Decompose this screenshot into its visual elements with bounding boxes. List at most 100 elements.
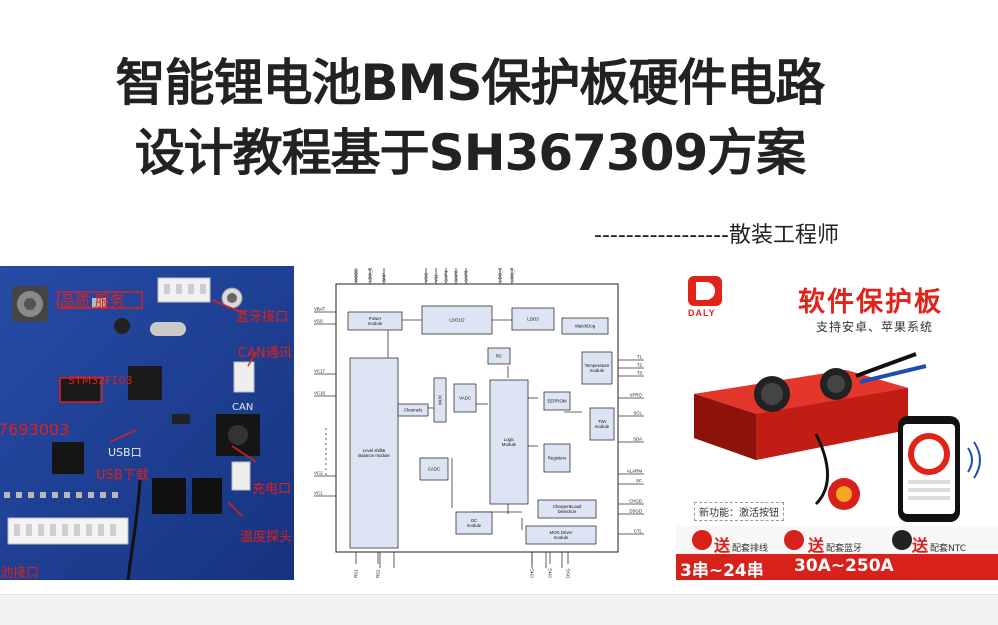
diagram-pin-label: T1: [637, 355, 643, 360]
new-feature-note: 新功能：激活按钮: [694, 502, 784, 521]
diagram-block-box: [581, 351, 613, 385]
bottom-bar: [0, 594, 998, 625]
diagram-block-box: [419, 457, 449, 481]
diagram-pin-label: CHG: [530, 568, 535, 578]
diagram-block-label: Registers: [548, 456, 567, 461]
diagram-pin-label: VC16: [314, 391, 326, 396]
gift-1-text: 配套排线: [732, 544, 769, 554]
label-charge-port: 充电口: [252, 482, 292, 497]
label-usb-silk: USB口: [108, 446, 142, 459]
spec-current: 30A~250A: [794, 556, 894, 576]
diagram-pin-label: T2: [637, 363, 643, 368]
brand-name: DALY: [688, 308, 716, 318]
diagram-pin-label: DSGD: [629, 509, 642, 514]
diagram-block-box: [511, 307, 555, 331]
diagram-block-box: [543, 391, 571, 411]
product-illustration: [676, 276, 998, 580]
diagram-pin-label: VPRO: [630, 393, 643, 398]
diagram-block-box: [433, 377, 447, 423]
diagram-pin-label: CHG: [548, 568, 553, 578]
label-can-silk: CAN: [232, 402, 254, 413]
diagram-pin-label: PF: [636, 479, 642, 484]
diagram-pin-label: VBAT: [314, 307, 325, 312]
gift-1: 送配套排线: [714, 532, 768, 556]
gift-3-prefix: 送: [912, 536, 929, 555]
title-line-1: 智能锂电池BMS保护板硬件电路: [115, 54, 826, 112]
diagram-block-box: [543, 443, 571, 473]
label-quality-service: 品质 服务: [60, 292, 125, 310]
diagram-pin-label: RS2: [376, 569, 381, 578]
diagram-pin-label: VCC: [424, 273, 429, 282]
product-subheadline: 支持安卓、苹果系统: [816, 320, 934, 334]
diagram-block-box: [347, 311, 403, 331]
diagram-block-label: LDO3: [527, 317, 539, 322]
diagram-block-box: [397, 403, 429, 417]
diagram-block-box: [455, 511, 493, 535]
label-battery-port: 池接口: [0, 566, 40, 580]
label-usb-download: USB下载: [96, 468, 149, 483]
diagram-pin-label: ALARM: [627, 469, 642, 474]
diagram-pin-label: VC1: [314, 491, 323, 496]
diagram-pin-label: CAP1: [444, 270, 449, 282]
diagram-pin-label: VC17: [314, 369, 326, 374]
diagram-pin-label: LDO_EN: [368, 268, 373, 282]
diagram-pin-label: MODE: [354, 269, 359, 282]
diagram-block-box: [489, 379, 529, 505]
diagram-pin-label: SDA: [633, 437, 642, 442]
diagram-block-box: [421, 305, 493, 335]
diagram-pin-label: VSS: [314, 319, 323, 324]
diagram-pin-label: DSG: [566, 568, 571, 578]
diagram-block-label: Channels: [404, 408, 423, 413]
diagram-pin-label: SCL: [633, 411, 642, 416]
diagram-block-label: LDO1/2: [449, 318, 465, 323]
gift-3-text: 配套NTC: [930, 544, 967, 554]
diagram-block-box: [487, 347, 511, 365]
pcb-photo: 品质 服务 蓝牙接口 CAN通讯 CAN STM32F103 7693003 U…: [0, 266, 294, 580]
diagram-block-label: MUX: [438, 395, 443, 405]
pcb-illustration: [0, 266, 294, 580]
author-credit: -----------------散装工程师: [594, 223, 839, 248]
label-temp-probe: 温度探头: [240, 530, 293, 545]
diagram-pin-label: CAP2: [454, 270, 459, 282]
diagram-block-box: [589, 407, 615, 441]
diagram-pin-label: BHP: [382, 273, 387, 282]
spec-series: 3串~24串: [680, 561, 764, 580]
diagram-block-label: CADC: [428, 467, 440, 472]
title-line-2: 设计教程基于SH367309方案: [134, 124, 807, 182]
gift-3: 送配套NTC: [912, 532, 966, 556]
diagram-pin-label: LDO_P: [510, 268, 515, 282]
product-ad: DALY 软件保护板 支持安卓、苹果系统 新功能：激活按钮 送配套排线 送配套蓝…: [676, 268, 998, 580]
diagram-pin-label: RS1: [354, 569, 359, 578]
diagram-pin-label: CTL: [634, 529, 643, 534]
diagram-pin-label: VC2: [314, 471, 323, 476]
label-afe-chip: 7693003: [0, 420, 70, 439]
diagram-pin-label: LDO_O: [498, 268, 503, 282]
gift-2-text: 配套蓝牙: [826, 544, 863, 554]
diagram-block-box: [561, 317, 609, 335]
product-headline: 软件保护板: [798, 287, 943, 318]
gift-1-prefix: 送: [714, 536, 731, 555]
diagram-block-label: EEPROM: [547, 399, 566, 404]
gift-2-prefix: 送: [808, 536, 825, 555]
diagram-block-label: RC: [496, 354, 502, 359]
diagram-pin-label: V11: [434, 274, 439, 282]
label-can-comm: CAN通讯: [238, 346, 292, 361]
diagram-block-label: Level shift&Balance module: [358, 448, 390, 458]
diagram-pin-label: CAP3: [464, 270, 469, 282]
diagram-pin-label: CHGD: [629, 499, 642, 504]
diagram-block-box: [537, 499, 597, 519]
diagram-block-label: WatchDog: [575, 324, 596, 329]
diagram-block-box: [349, 357, 399, 549]
diagram-block-box: [525, 525, 597, 545]
label-mcu: STM32F103: [68, 374, 133, 387]
diagram-pin-label: T3: [637, 371, 643, 376]
diagram-block-box: [453, 383, 477, 413]
